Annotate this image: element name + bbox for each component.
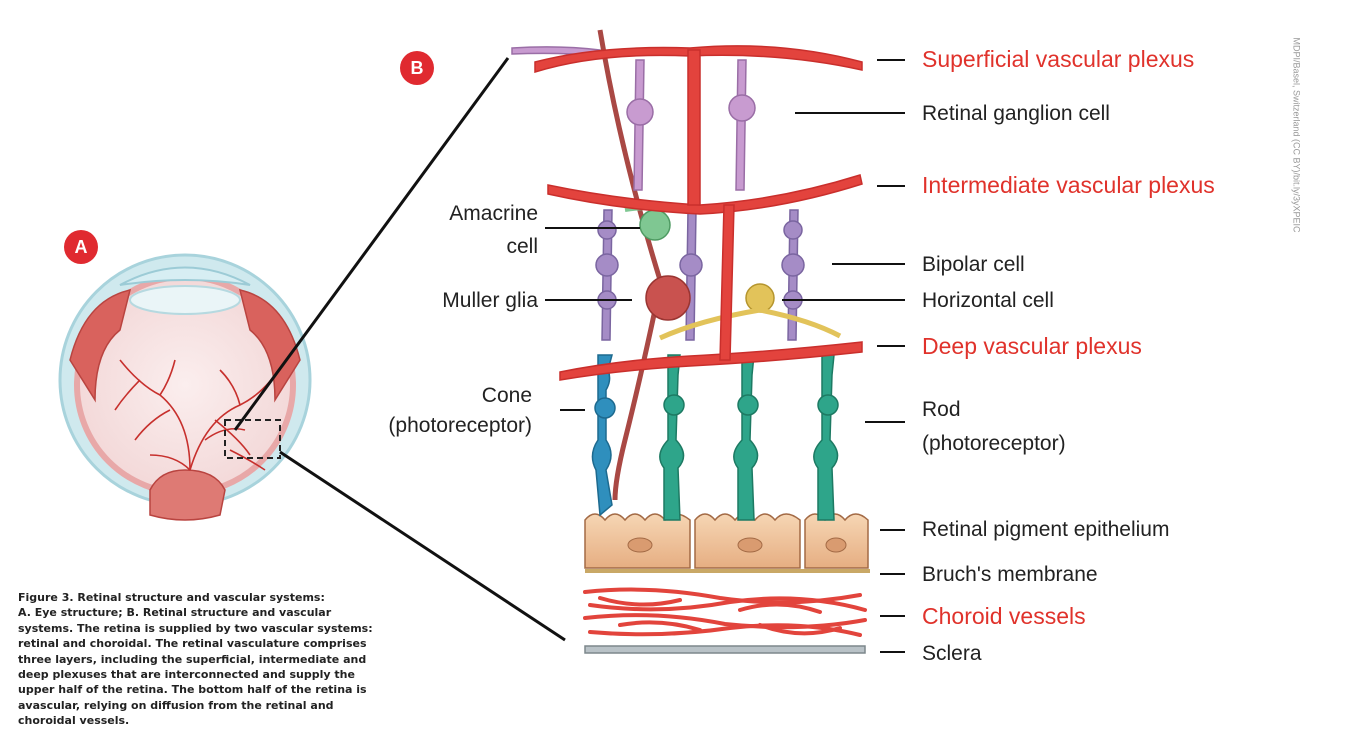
label-rod-line2: (photoreceptor) — [922, 432, 1066, 455]
label-intermediate-plexus: Intermediate vascular plexus — [922, 173, 1215, 198]
label-cone-line1: Cone — [380, 384, 532, 407]
label-amacrine-line1: Amacrine — [420, 202, 538, 225]
caption-body: A. Eye structure; B. Retinal structure a… — [18, 605, 388, 728]
intermediate-plexus-vessel — [548, 175, 862, 214]
badge-a: A — [64, 230, 98, 264]
sclera-layer — [585, 646, 865, 653]
bruchs-membrane-layer — [585, 569, 870, 573]
badge-b: B — [400, 51, 434, 85]
label-superficial-plexus: Superficial vascular plexus — [922, 47, 1194, 72]
optic-nerve — [150, 470, 225, 520]
rod-cell-2 — [734, 355, 758, 520]
label-bruchs-membrane: Bruch's membrane — [922, 563, 1098, 586]
label-amacrine-line2: cell — [420, 235, 538, 258]
rod-cell-1 — [660, 355, 684, 520]
label-rpe: Retinal pigment epithelium — [922, 518, 1169, 541]
cone-cell — [592, 355, 615, 515]
muller-glia-body — [646, 276, 690, 320]
label-muller-glia: Muller glia — [400, 289, 538, 312]
amacrine-cell-body — [640, 210, 670, 240]
bipolar-cells — [596, 210, 804, 340]
label-rod-line1: Rod — [922, 398, 961, 421]
label-cone-line2: (photoreceptor) — [360, 414, 532, 437]
rod-cell-3 — [814, 355, 838, 520]
caption-title: Figure 3. Retinal structure and vascular… — [18, 590, 388, 605]
vascular-network — [535, 46, 862, 380]
choroid-vessels — [585, 590, 865, 635]
figure-caption: Figure 3. Retinal structure and vascular… — [18, 590, 388, 729]
image-credit: MDPI/Basel, Switzerland (CC BY)/bit.ly/3… — [1291, 37, 1301, 232]
muller-process — [615, 310, 655, 500]
label-choroid-vessels: Choroid vessels — [922, 604, 1086, 629]
label-ganglion-cell: Retinal ganglion cell — [922, 102, 1110, 125]
label-deep-plexus: Deep vascular plexus — [922, 334, 1142, 359]
label-horizontal-cell: Horizontal cell — [922, 289, 1054, 312]
label-bipolar-cell: Bipolar cell — [922, 253, 1025, 276]
eye-illustration — [60, 255, 310, 520]
eye-lens — [130, 286, 240, 314]
label-sclera: Sclera — [922, 642, 982, 665]
rpe-layer — [585, 514, 868, 568]
figure: A B Superficial vascular plexus Retinal … — [0, 0, 1354, 709]
